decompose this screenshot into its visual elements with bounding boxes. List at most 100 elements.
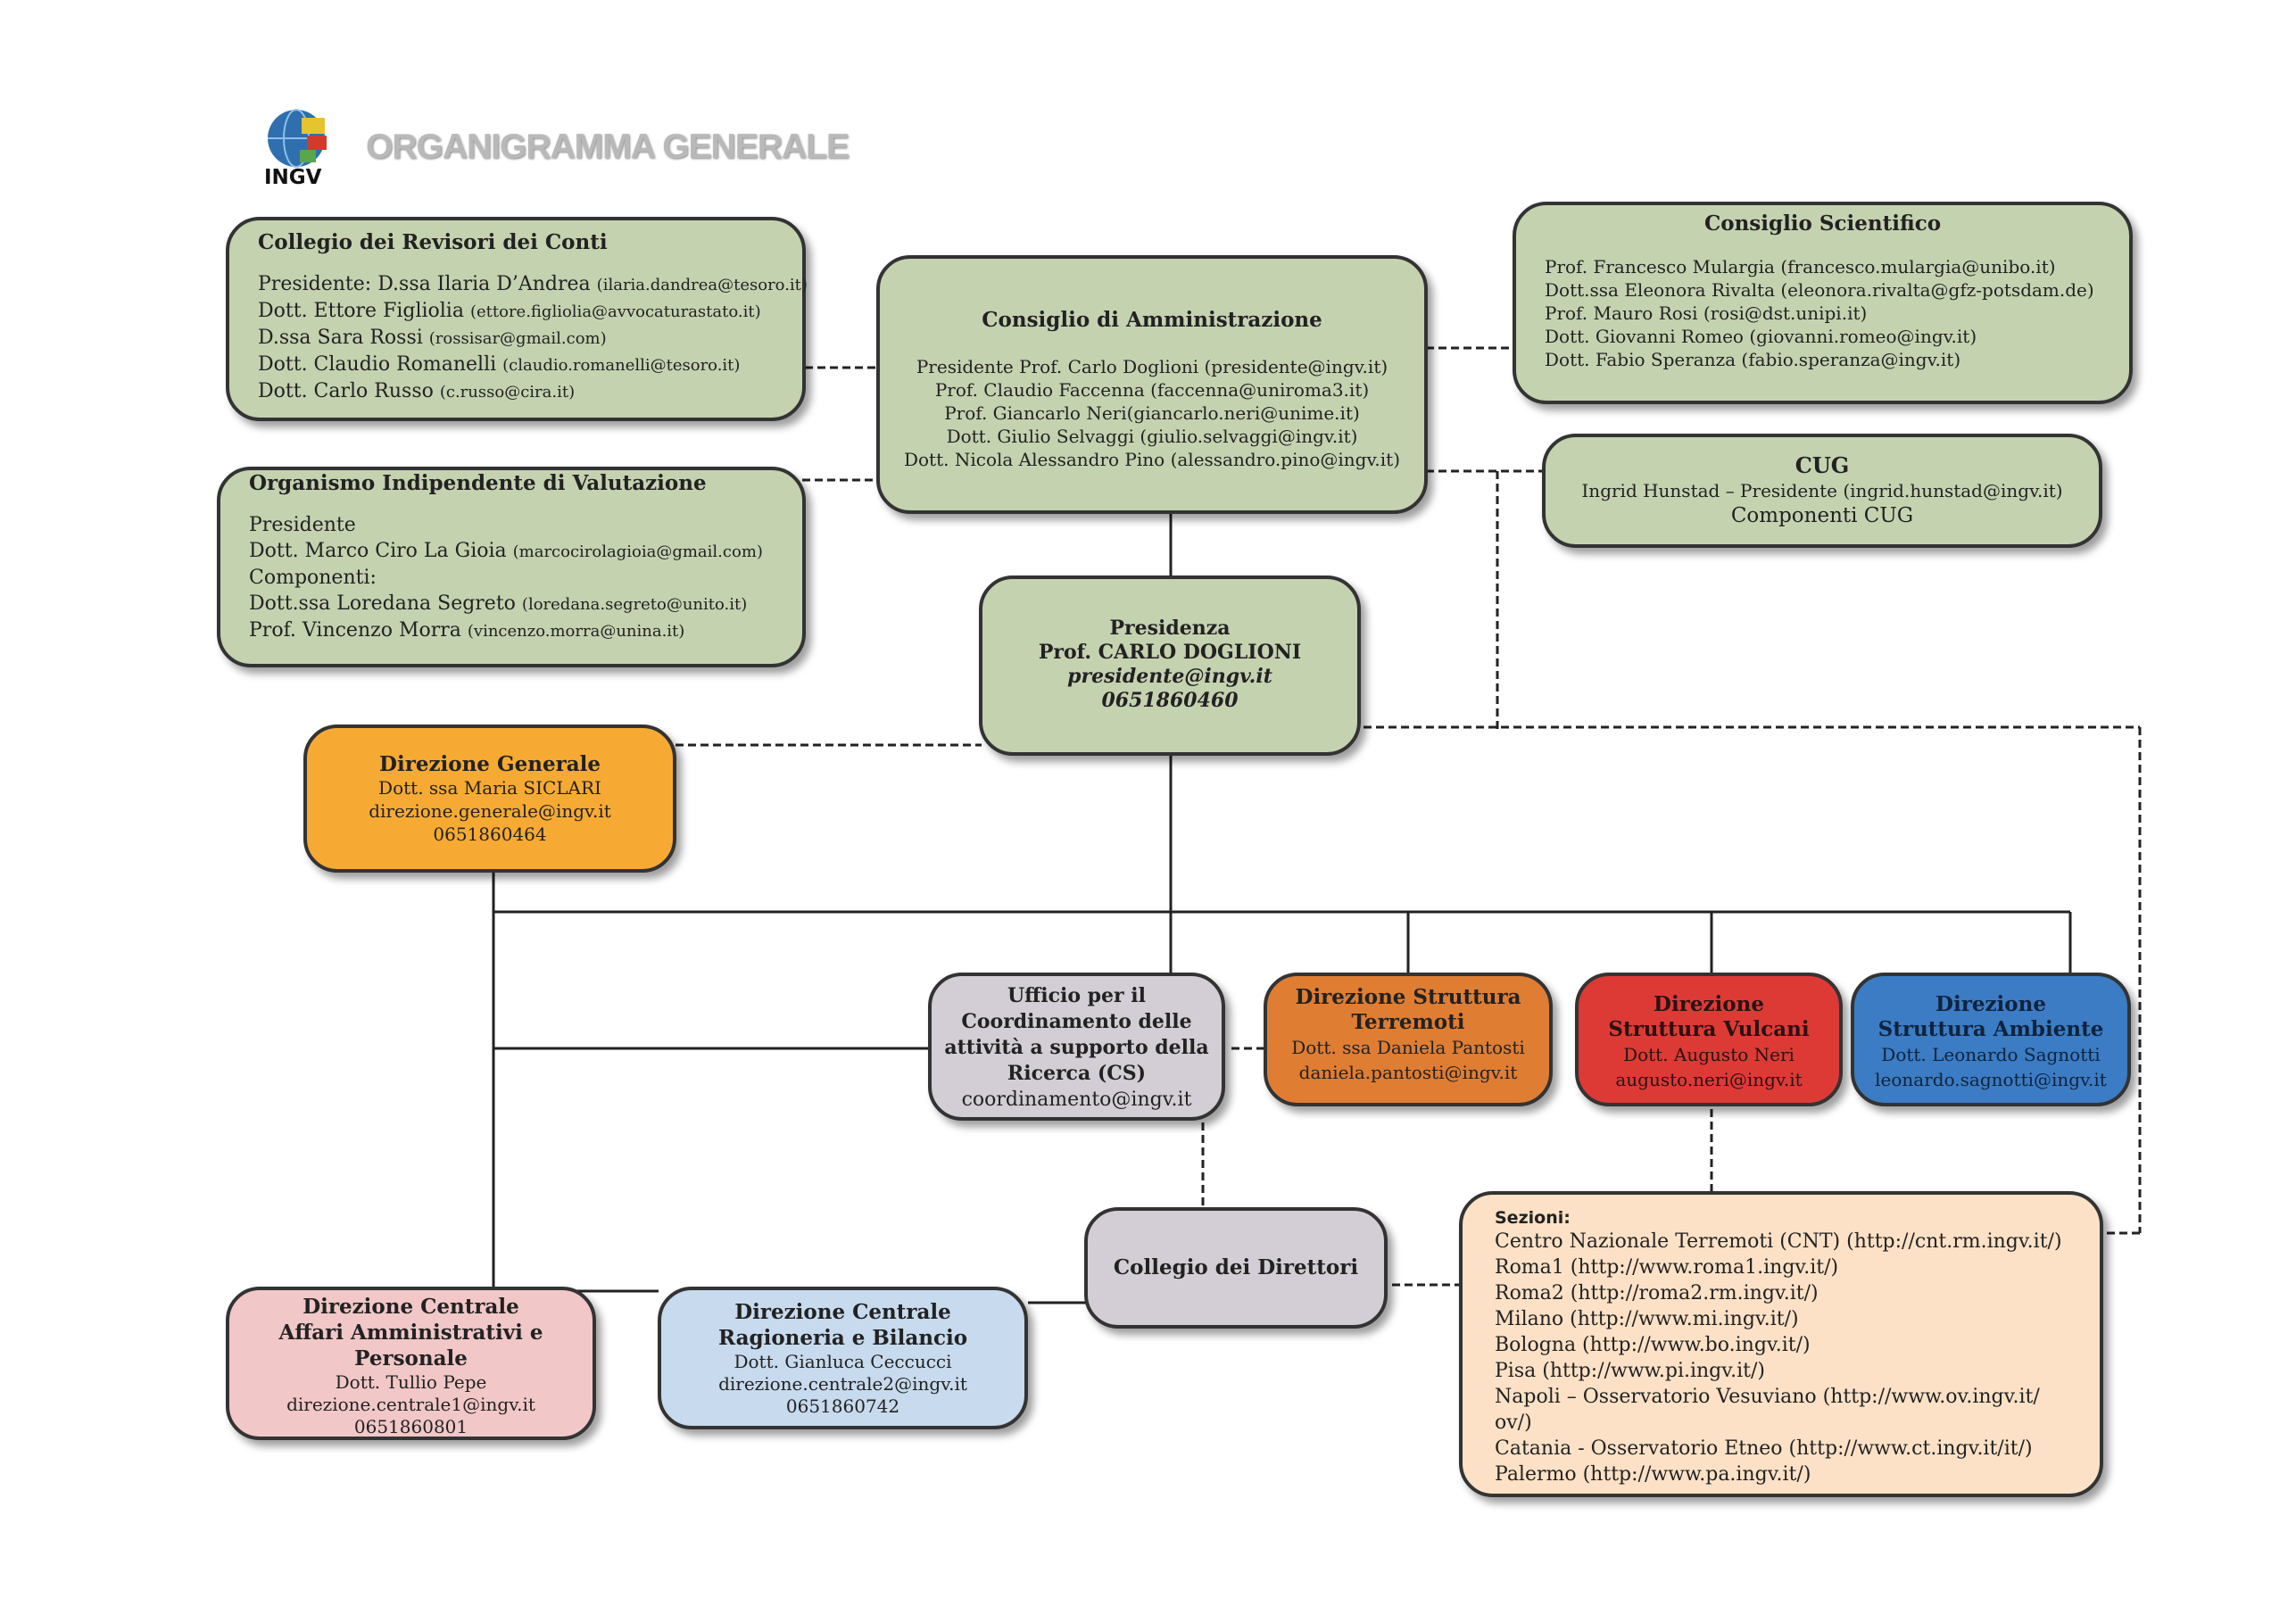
member-email: (marcocirolagioia@gmail.com) — [512, 542, 763, 561]
box-title-line: Affari Amministrativi e — [278, 1321, 543, 1345]
box-title-line: Struttura Ambiente — [1877, 1017, 2104, 1041]
member-row: Presidente: D.ssa Ilaria D’Andrea (ilari… — [258, 271, 808, 298]
director-name: Dott. Tullio Pepe — [335, 1371, 487, 1393]
box-title-line: Direzione — [1654, 992, 1764, 1016]
member-line: Dott. Giulio Selvaggi (giulio.selvaggi@i… — [946, 426, 1358, 447]
box-title: Organismo Indipendente di Valutazione — [249, 471, 707, 495]
member-line: Dott. Giovanni Romeo (giovanni.romeo@ing… — [1545, 326, 1977, 347]
box-direzione-centrale-2: Direzione Centrale Ragioneria e Bilancio… — [658, 1287, 1028, 1429]
member-line: Dott. Nicola Alessandro Pino (alessandro… — [903, 449, 1400, 470]
director-name: Dott. Leonardo Sagnotti — [1881, 1044, 2101, 1065]
box-struttura-vulcani: Direzione Struttura Vulcani Dott. August… — [1575, 973, 1843, 1106]
ingv-logo-globe-icon — [268, 109, 327, 168]
box-title-line: Direzione Centrale — [734, 1300, 951, 1324]
box-title: Consiglio di Amministrazione — [982, 308, 1322, 332]
member-name: Dott. Carlo Russo — [258, 380, 434, 402]
box-title-line: Direzione Struttura — [1295, 985, 1521, 1009]
member-email: (loredana.segreto@unito.it) — [521, 595, 748, 614]
sezione-link: Roma2 (http://roma2.rm.ingv.it/) — [1495, 1282, 1819, 1304]
office-email: coordinamento@ingv.it — [961, 1089, 1192, 1111]
box-title: Collegio dei Direttori — [1113, 1255, 1359, 1279]
member-line: Prof. Giancarlo Neri(giancarlo.neri@unim… — [944, 402, 1360, 424]
box-title-line: attività a supporto della — [944, 1036, 1209, 1059]
member-email: (ilaria.dandrea@tesoro.it) — [596, 276, 808, 294]
box-struttura-terremoti: Direzione Struttura Terremoti Dott. ssa … — [1264, 973, 1553, 1106]
member-line: Prof. Claudio Faccenna (faccenna@uniroma… — [934, 379, 1370, 401]
box-title: Sezioni: — [1495, 1208, 1571, 1228]
president-email: presidente@ingv.it — [1067, 665, 1272, 688]
logo-text: INGV — [264, 166, 322, 189]
box-direzione-generale: Direzione Generale Dott. ssa Maria SICLA… — [303, 725, 676, 873]
member-row: Dott.ssa Loredana Segreto (loredana.segr… — [249, 591, 802, 617]
member-line: Prof. Mauro Rosi (rosi@dst.unipi.it) — [1545, 302, 1868, 324]
director-email: direzione.centrale1@ingv.it — [286, 1394, 535, 1415]
member-line: Prof. Francesco Mulargia (francesco.mula… — [1545, 256, 2056, 277]
member-name: D.ssa Sara Rossi — [258, 327, 423, 349]
box-direzione-centrale-1: Direzione Centrale Affari Amministrativi… — [226, 1287, 596, 1440]
president-phone: 0651860460 — [1101, 689, 1239, 712]
box-title-line: Ragioneria e Bilancio — [717, 1326, 968, 1350]
box-title: Direzione Generale — [379, 752, 601, 776]
box-title: Consiglio Scientifico — [1703, 211, 1942, 236]
member-name: Prof. Vincenzo Morra — [249, 619, 461, 642]
member-email: (ettore.figliolia@avvocaturastato.it) — [469, 302, 761, 321]
box-struttura-ambiente: Direzione Struttura Ambiente Dott. Leona… — [1851, 973, 2131, 1106]
box-title-line: Ricerca (CS) — [1007, 1062, 1147, 1085]
member-line: Dott. Fabio Speranza (fabio.speranza@ing… — [1545, 349, 1961, 370]
box-title: Collegio dei Revisori dei Conti — [258, 230, 608, 254]
member-row: Dott. Carlo Russo (c.russo@cira.it) — [258, 378, 802, 405]
director-phone: 0651860464 — [433, 824, 547, 845]
sezione-link: Roma1 (http://www.roma1.ingv.it/) — [1495, 1256, 1839, 1279]
box-title: CUG — [1795, 452, 1850, 478]
box-collegio-direttori: Collegio dei Direttori — [1084, 1207, 1388, 1329]
sezione-link: Catania - Osservatorio Etneo (http://www… — [1495, 1437, 2033, 1460]
oiv-line: Presidente — [249, 514, 356, 536]
box-oiv: Organismo Indipendente di Valutazione Pr… — [217, 467, 806, 667]
sezione-link: Centro Nazionale Terremoti (CNT) (http:/… — [1495, 1230, 2062, 1253]
box-title-line: Personale — [354, 1346, 468, 1370]
director-phone: 0651860742 — [785, 1395, 900, 1417]
cug-president: Ingrid Hunstad – Presidente (ingrid.huns… — [1581, 480, 2063, 501]
director-email: augusto.neri@ingv.it — [1615, 1069, 1803, 1090]
box-presidenza: Presidenza Prof. CARLO DOGLIONI presiden… — [979, 576, 1361, 756]
sezione-link: Pisa (http://www.pi.ingv.it/) — [1495, 1360, 1765, 1382]
member-name: Dott. Claudio Romanelli — [258, 353, 497, 376]
director-email: direzione.centrale2@ingv.it — [718, 1373, 967, 1395]
sezione-link: Bologna (http://www.bo.ingv.it/) — [1495, 1334, 1811, 1356]
director-name: Dott. ssa Daniela Pantosti — [1291, 1037, 1525, 1058]
box-title-line: Coordinamento delle — [961, 1010, 1192, 1033]
director-email: daniela.pantosti@ingv.it — [1298, 1062, 1518, 1083]
page-title: ORGANIGRAMMA GENERALE — [366, 128, 850, 166]
member-row: Dott. Marco Ciro La Gioia (marcocirolagi… — [249, 538, 802, 565]
box-title-line: Direzione Centrale — [303, 1295, 519, 1319]
member-row: Dott. Ettore Figliolia (ettore.figliolia… — [258, 298, 802, 325]
sezione-link: Milano (http://www.mi.ingv.it/) — [1495, 1308, 1799, 1330]
box-title-line: Ufficio per il — [1007, 984, 1147, 1007]
box-cug: CUG Ingrid Hunstad – Presidente (ingrid.… — [1542, 434, 2102, 548]
president-name: Prof. CARLO DOGLIONI — [1038, 641, 1302, 664]
member-name: Presidente: D.ssa Ilaria D’Andrea — [258, 273, 591, 295]
box-title-line: Direzione — [1935, 992, 2046, 1016]
box-consiglio-amministrazione: Consiglio di Amministrazione Presidente … — [876, 255, 1428, 514]
director-name: Dott. Augusto Neri — [1623, 1044, 1795, 1065]
member-email: (vincenzo.morra@unina.it) — [467, 622, 685, 641]
box-sezioni: Sezioni: Centro Nazionale Terremoti (CNT… — [1459, 1191, 2103, 1497]
director-phone: 0651860801 — [353, 1416, 468, 1437]
member-line: Dott.ssa Eleonora Rivalta (eleonora.riva… — [1545, 279, 2094, 301]
member-name: Dott. Marco Ciro La Gioia — [249, 540, 507, 562]
box-title-line: Struttura Vulcani — [1608, 1017, 1810, 1041]
sezione-link: Napoli – Osservatorio Vesuviano (http://… — [1495, 1386, 2040, 1408]
director-email: direzione.generale@ingv.it — [369, 800, 611, 822]
member-row: D.ssa Sara Rossi (rossisar@gmail.com) — [258, 325, 802, 352]
member-email: (rossisar@gmail.com) — [428, 329, 607, 348]
director-name: Dott. Gianluca Ceccucci — [734, 1351, 952, 1372]
sezione-link: Palermo (http://www.pa.ingv.it/) — [1495, 1463, 1811, 1486]
box-title: Presidenza — [1109, 617, 1231, 640]
director-email: leonardo.sagnotti@ingv.it — [1875, 1069, 2107, 1090]
director-name: Dott. ssa Maria SICLARI — [378, 777, 601, 799]
box-consiglio-scientifico: Consiglio Scientifico Prof. Francesco Mu… — [1513, 202, 2133, 404]
member-email: (c.russo@cira.it) — [439, 383, 576, 402]
member-row: Prof. Vincenzo Morra (vincenzo.morra@uni… — [249, 617, 802, 644]
member-email: (claudio.romanelli@tesoro.it) — [502, 356, 741, 375]
member-name: Dott. Ettore Figliolia — [258, 300, 464, 322]
